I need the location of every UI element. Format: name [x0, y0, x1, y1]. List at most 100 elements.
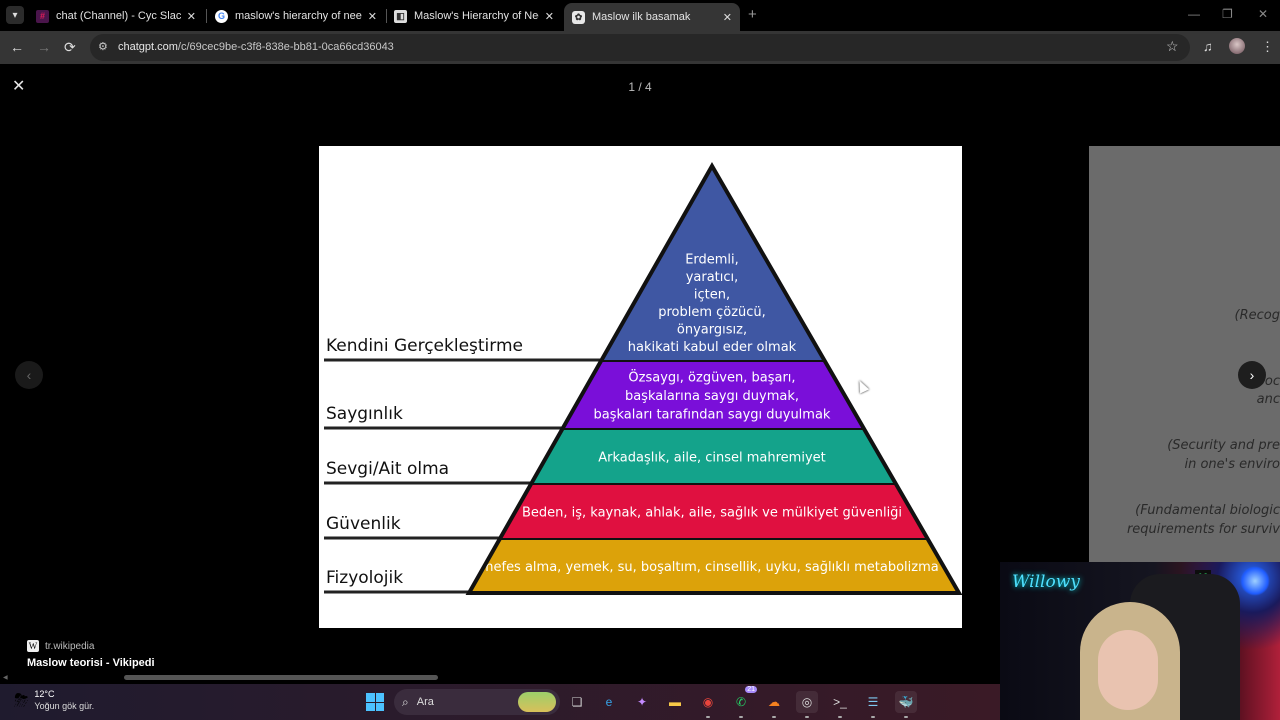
level-description: içten,: [694, 288, 730, 303]
tab-google[interactable]: G maslow's hierarchy of needs - G ✕: [207, 4, 385, 28]
preview-text: requirements for surviv: [1126, 522, 1280, 537]
running-indicator: [772, 716, 776, 718]
taskbar-search[interactable]: ⌕ Ara: [394, 689, 560, 715]
address-bar[interactable]: ⚙ chatgpt.com/c/69cec9be-c3f8-838e-bb81-…: [90, 34, 1190, 61]
level-description: Erdemli,: [685, 253, 739, 268]
level-description: başkaları tarafından saygı duyulmak: [594, 408, 831, 423]
horizontal-scrollbar[interactable]: ◀: [0, 675, 1000, 681]
image-viewer: ✕ 1 / 4 ‹ Kendini Gerçekleştirme Erdemli,…: [0, 64, 1280, 681]
obs-taskbar-icon[interactable]: ◎: [796, 691, 818, 718]
more-menu-icon[interactable]: ⋮: [1261, 39, 1274, 54]
chevron-left-icon: ‹: [26, 367, 32, 383]
webcam-overlay: Willowy K: [1000, 562, 1280, 720]
level-description: nefes alma, yemek, su, boşaltım, cinsell…: [485, 560, 938, 575]
wikipedia-icon: W: [27, 640, 39, 652]
tab-divider: [386, 9, 387, 23]
tab-search-button[interactable]: ▾: [6, 6, 24, 24]
weather-widget[interactable]: ⛈ 12°C Yoğun gök gür.: [14, 689, 94, 711]
close-icon[interactable]: ✕: [367, 10, 377, 23]
tab-maslow-site[interactable]: ◧ Maslow's Hierarchy of Needs ✕: [386, 4, 562, 28]
preview-text: anc: [1256, 392, 1280, 407]
forward-button[interactable]: →: [37, 39, 51, 55]
close-icon[interactable]: ✕: [722, 11, 732, 24]
preview-text: (Security and pre: [1167, 438, 1280, 453]
url-text[interactable]: chatgpt.com/c/69cec9be-c3f8-838e-bb81-0c…: [118, 41, 394, 53]
level-label: Sevgi/Ait olma: [326, 459, 449, 479]
notification-badge: 21: [745, 686, 757, 693]
previous-image-button[interactable]: ‹: [15, 361, 43, 389]
tab-title: chat (Channel) - Cyc Slack - Sla: [56, 10, 181, 22]
url-path: /c/69cec9be-c3f8-838e-bb81-0ca66cd36043: [177, 41, 394, 53]
search-icon: ⌕: [402, 694, 409, 709]
profile-avatar[interactable]: [1229, 38, 1245, 54]
preview-text: in one's enviro: [1184, 457, 1280, 472]
site-icon: ◧: [394, 9, 407, 23]
tab-slack[interactable]: # chat (Channel) - Cyc Slack - Sla ✕: [28, 4, 204, 28]
copilot-taskbar-icon[interactable]: ✦: [636, 695, 648, 709]
image-counter: 1 / 4: [628, 80, 652, 94]
terminal-taskbar-icon[interactable]: >_: [829, 691, 851, 718]
edge-taskbar-icon[interactable]: e: [605, 695, 613, 709]
level-description: başkalarına saygı duymak,: [625, 389, 799, 404]
tab-title: Maslow ilk basamak: [592, 11, 691, 23]
thunderstorm-icon: ⛈: [14, 689, 29, 710]
neon-sign: Willowy: [1012, 572, 1080, 592]
level-label: Fizyolojik: [326, 568, 403, 588]
tab-divider: [206, 9, 207, 23]
level-label: Güvenlik: [326, 514, 401, 534]
whatsapp-taskbar-icon[interactable]: ✆21: [730, 686, 757, 718]
scrollbar-thumb[interactable]: [124, 675, 438, 680]
level-label: Kendini Gerçekleştirme: [326, 336, 523, 356]
browser-toolbar: ← → ⟳ ⚙ chatgpt.com/c/69cec9be-c3f8-838e…: [0, 31, 1280, 64]
tab-title: Maslow's Hierarchy of Needs: [414, 10, 539, 22]
new-tab-button[interactable]: +: [748, 6, 757, 23]
level-description: önyargısız,: [677, 323, 747, 338]
docker-taskbar-icon[interactable]: 🐳: [895, 691, 917, 718]
url-host: chatgpt.com: [118, 41, 178, 53]
windows-start-icon[interactable]: [366, 693, 384, 711]
file-explorer-taskbar-icon[interactable]: ▬: [669, 695, 681, 709]
source-site: tr.wikipedia: [45, 640, 95, 652]
running-indicator: [838, 716, 842, 718]
running-indicator: [904, 716, 908, 718]
search-highlight-image: [518, 692, 556, 712]
level-description: Özsaygı, özgüven, başarı,: [628, 369, 795, 386]
weather-desc: Yoğun gök gür.: [34, 701, 95, 711]
running-indicator: [739, 716, 743, 718]
preview-text: (Recog: [1234, 308, 1280, 323]
tab-chatgpt[interactable]: ✿ Maslow ilk basamak ✕: [564, 3, 740, 31]
pyramid-outline: [465, 161, 962, 595]
chatgpt-icon: ✿: [572, 10, 585, 24]
restore-button[interactable]: ❐: [1222, 7, 1233, 21]
reload-button[interactable]: ⟳: [64, 39, 76, 55]
media-control-icon[interactable]: ♫: [1203, 39, 1213, 54]
source-title[interactable]: Maslow teorisi - Vikipedi: [27, 657, 155, 669]
close-icon[interactable]: ✕: [544, 10, 554, 23]
window-close-button[interactable]: ✕: [1258, 7, 1269, 21]
bookmark-star-icon[interactable]: ☆: [1166, 38, 1179, 54]
minimize-button[interactable]: —: [1188, 7, 1200, 21]
task-view-taskbar-icon[interactable]: ❏: [571, 695, 583, 709]
close-viewer-button[interactable]: ✕: [12, 78, 26, 95]
slack-icon: #: [36, 9, 49, 23]
next-image-preview[interactable]: (Recog (Soc anc (Security and pre in one…: [1089, 146, 1280, 562]
back-button[interactable]: ←: [10, 39, 24, 55]
level-label: Saygınlık: [326, 404, 403, 424]
notepad-taskbar-icon[interactable]: ☰: [862, 691, 884, 718]
running-indicator: [871, 716, 875, 718]
running-indicator: [805, 716, 809, 718]
level-description: Beden, iş, kaynak, ahlak, aile, sağlık v…: [522, 506, 902, 521]
cloudflare-taskbar-icon[interactable]: ☁: [763, 691, 785, 718]
scroll-left-icon[interactable]: ◀: [3, 675, 8, 681]
site-settings-icon[interactable]: ⚙: [98, 41, 108, 53]
preview-text: (Fundamental biologic: [1135, 503, 1280, 518]
tab-title: maslow's hierarchy of needs - G: [235, 10, 362, 22]
search-label: Ara: [416, 696, 434, 708]
weather-temp: 12°C: [34, 689, 55, 699]
chrome-taskbar-icon[interactable]: ◉: [697, 691, 719, 718]
next-image-button[interactable]: ›: [1238, 361, 1266, 389]
close-icon[interactable]: ✕: [186, 10, 196, 23]
